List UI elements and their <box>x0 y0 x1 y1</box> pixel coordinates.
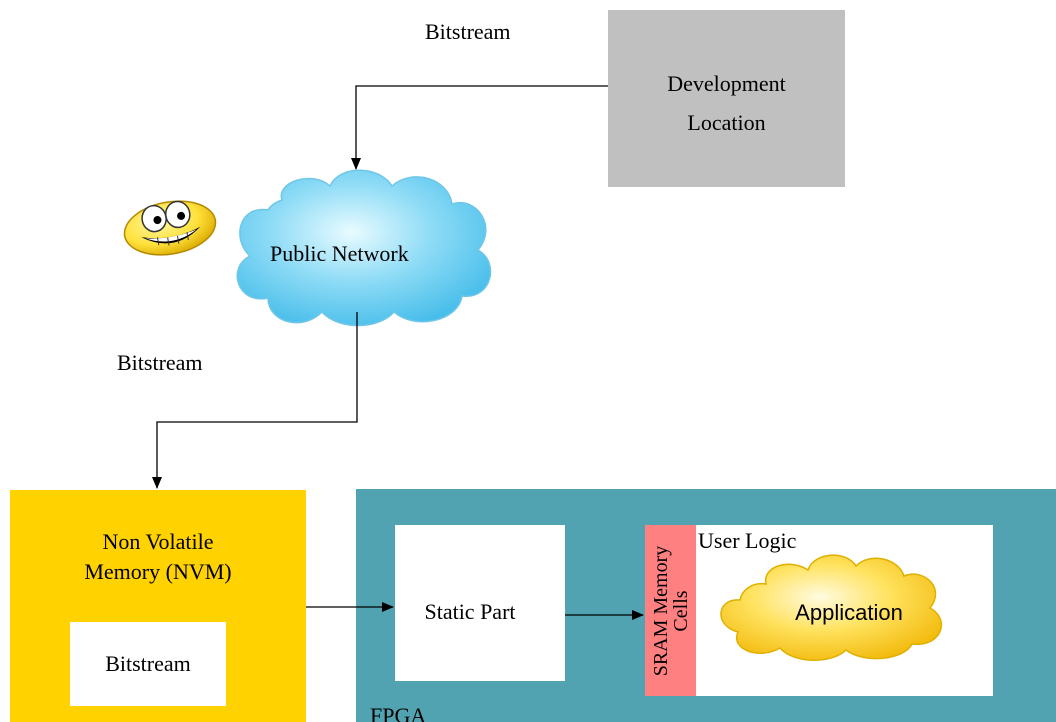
nvm-bitstream-box <box>70 622 226 706</box>
sram-memory-cells-label: SRAM Memory Cells <box>647 527 695 695</box>
fpga-label: FPGA <box>370 703 427 722</box>
user-logic-label: User Logic <box>698 528 797 553</box>
grinning-smiley-icon <box>123 200 217 256</box>
nvm-label-line1: Non Volatile <box>102 529 214 554</box>
nvm-bitstream-text: Bitstream <box>105 651 191 677</box>
connector-dev-to-network <box>351 85 608 170</box>
nvm-label: Non Volatile Memory (NVM) <box>10 527 306 587</box>
bitstream-label-top: Bitstream <box>425 19 511 44</box>
nvm-bitstream-label: Bitstream <box>70 622 226 706</box>
application-cloud <box>720 554 942 661</box>
development-location-label: Development Location <box>608 55 845 135</box>
development-location-line1: Development <box>667 71 786 96</box>
sram-memory-cells-box <box>645 525 696 696</box>
bitstream-label-left: Bitstream <box>117 350 203 375</box>
sram-label-line1: SRAM Memory <box>650 545 672 677</box>
application-label: Application <box>740 596 958 630</box>
application-text: Application <box>795 600 903 626</box>
public-network-label: Public Network <box>270 241 409 266</box>
nvm-label-line2: Memory (NVM) <box>84 559 232 584</box>
static-part-box <box>395 525 565 681</box>
development-location-line2: Location <box>687 110 766 135</box>
public-network-cloud <box>236 169 492 327</box>
static-part-label: Static Part <box>395 595 545 629</box>
sram-label-line2: Cells <box>670 590 692 632</box>
static-part-text: Static Part <box>424 599 516 625</box>
connector-network-to-nvm <box>152 312 358 489</box>
development-location-box <box>608 10 845 187</box>
